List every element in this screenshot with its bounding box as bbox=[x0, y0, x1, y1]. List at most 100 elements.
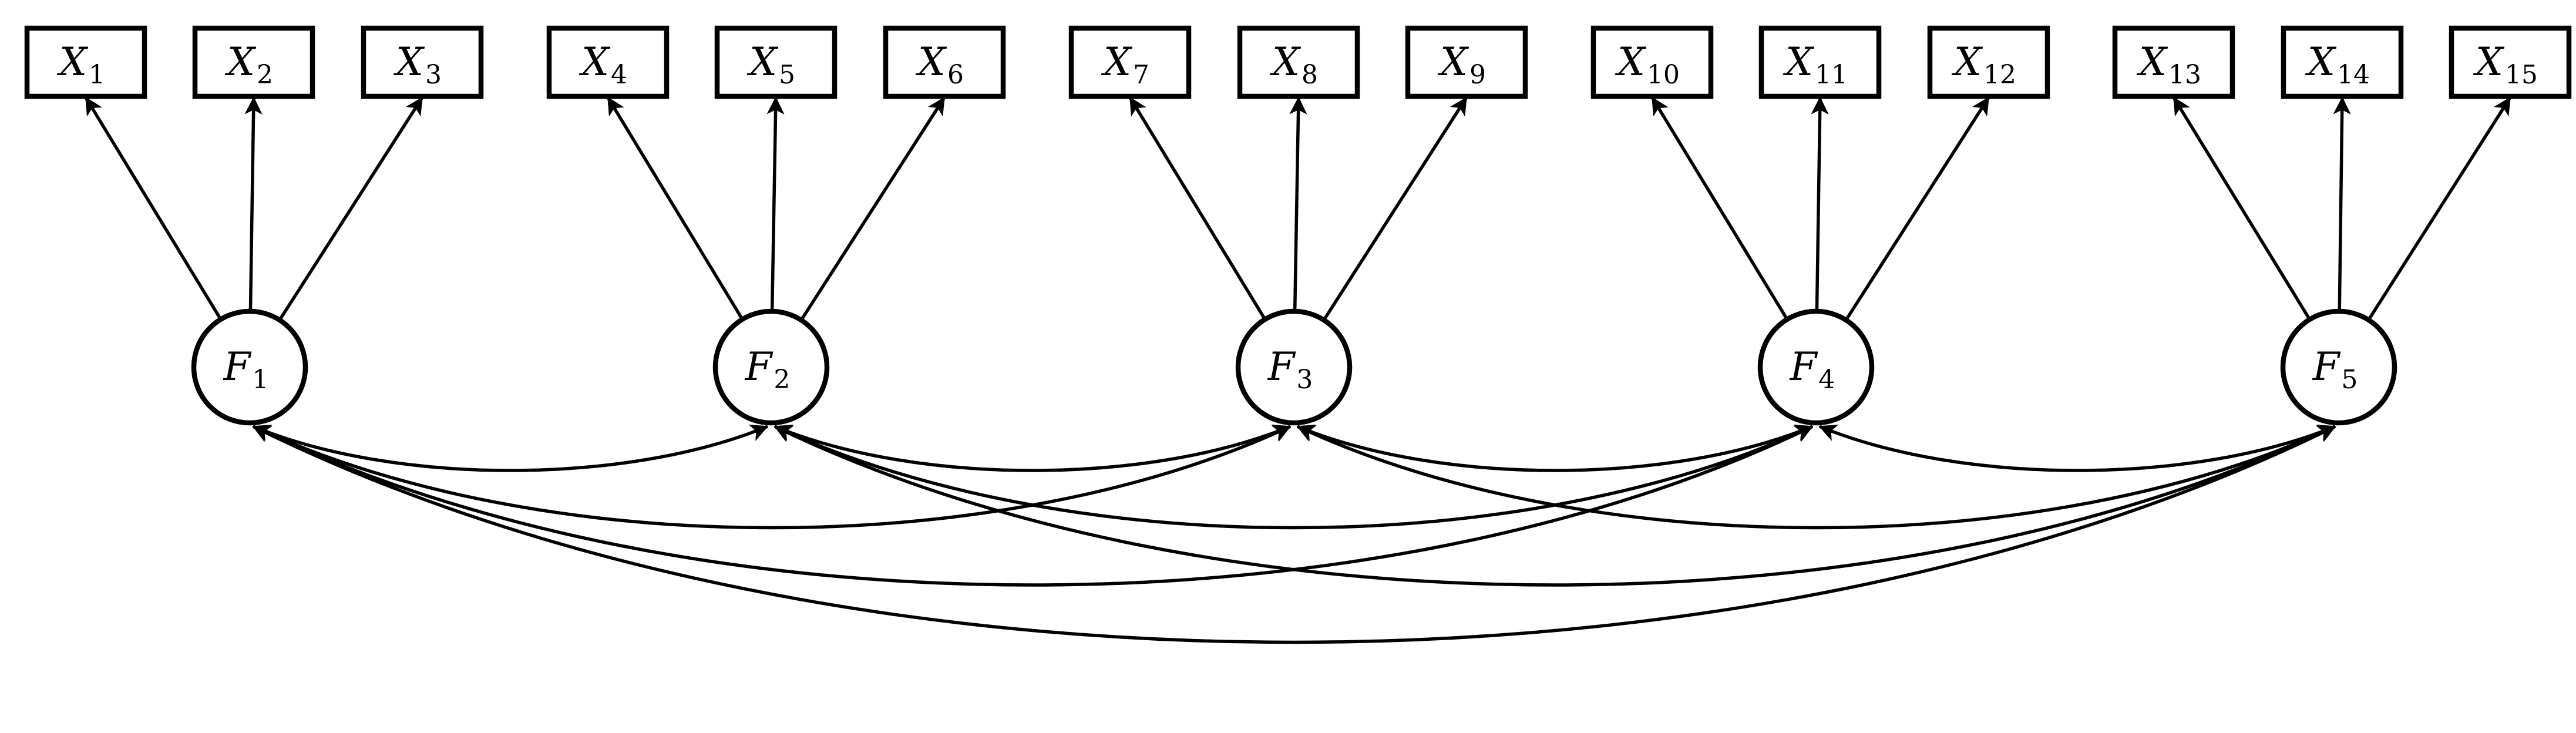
indicator-subscript: 8 bbox=[1302, 60, 1318, 90]
indicator-box-frame bbox=[24, 25, 147, 99]
indicator-box-frame bbox=[2112, 25, 2235, 99]
indicator-box-x14: X14 bbox=[2281, 25, 2404, 99]
indicator-label: X bbox=[915, 39, 947, 85]
indicator-box-x10: X10 bbox=[1590, 25, 1714, 99]
svg-text:F3: F3 bbox=[1267, 344, 1313, 395]
indicator-subscript: 7 bbox=[1133, 60, 1149, 90]
indicator-label: X bbox=[746, 39, 779, 85]
factor-subscript: 2 bbox=[774, 365, 790, 395]
indicator-box-x7: X7 bbox=[1068, 25, 1192, 99]
indicator-label: X bbox=[56, 39, 89, 85]
indicator-subscript: 15 bbox=[2505, 60, 2538, 90]
loading-arrow-f5-x14 bbox=[2333, 96, 2351, 312]
indicator-subscript: 4 bbox=[611, 60, 627, 90]
indicator-box-x5: X5 bbox=[714, 25, 838, 99]
indicator-box-frame bbox=[192, 25, 315, 99]
loading-arrow-f3-x8 bbox=[1289, 96, 1307, 312]
indicator-subscript: 5 bbox=[779, 60, 795, 90]
factor-label: F bbox=[2312, 344, 2341, 389]
indicator-subscript: 11 bbox=[1815, 60, 1848, 90]
indicator-subscript: 6 bbox=[947, 60, 964, 90]
factor-subscript: 5 bbox=[2341, 365, 2358, 395]
covariance-arc-f1-f5 bbox=[252, 425, 2336, 644]
indicator-box-frame bbox=[546, 25, 670, 99]
indicator-label: X bbox=[1437, 39, 1469, 85]
loading-arrow-f2-x6 bbox=[799, 96, 946, 321]
indicator-box-x9: X9 bbox=[1405, 25, 1528, 99]
indicator-label: X bbox=[1101, 39, 1133, 85]
svg-text:F5: F5 bbox=[2312, 344, 2358, 395]
covariance-arc-f1-f3 bbox=[252, 425, 1292, 530]
factor-node-f2: F2 bbox=[712, 308, 830, 426]
loading-arrow-f2-x4 bbox=[606, 96, 744, 321]
indicator-box-x2: X2 bbox=[192, 25, 315, 99]
covariance-arc-f2-f5 bbox=[774, 425, 2336, 587]
indicator-box-x3: X3 bbox=[361, 25, 484, 99]
indicator-box-x6: X6 bbox=[883, 25, 1006, 99]
svg-text:X13: X13 bbox=[2136, 39, 2201, 90]
indicator-box-frame bbox=[883, 25, 1006, 99]
svg-text:X8: X8 bbox=[1269, 39, 1318, 90]
indicator-box-x15: X15 bbox=[2449, 25, 2572, 99]
svg-text:X1: X1 bbox=[56, 39, 105, 90]
svg-text:X14: X14 bbox=[2305, 39, 2370, 90]
factor-circle bbox=[191, 308, 308, 426]
indicator-subscript: 1 bbox=[89, 60, 105, 90]
svg-text:X6: X6 bbox=[915, 39, 964, 90]
indicator-label: X bbox=[2136, 39, 2168, 85]
loading-arrow-f4-x11 bbox=[1811, 96, 1829, 312]
indicator-box-x1: X1 bbox=[24, 25, 147, 99]
loading-arrow-f4-x10 bbox=[1650, 96, 1789, 321]
edges-layer bbox=[84, 96, 2512, 644]
svg-text:X7: X7 bbox=[1101, 39, 1149, 90]
svg-text:F4: F4 bbox=[1790, 344, 1835, 395]
indicator-box-frame bbox=[1758, 25, 1882, 99]
factor-node-f5: F5 bbox=[2280, 308, 2397, 426]
indicator-box-frame bbox=[1237, 25, 1360, 99]
svg-text:X12: X12 bbox=[1951, 39, 2016, 90]
covariance-arc-f1-f4 bbox=[252, 425, 1814, 587]
svg-text:X15: X15 bbox=[2473, 39, 2538, 90]
factor-subscript: 4 bbox=[1818, 365, 1835, 395]
factor-label: F bbox=[1790, 344, 1818, 389]
indicator-label: X bbox=[1783, 39, 1815, 85]
factor-circle bbox=[1757, 308, 1875, 426]
indicator-box-x13: X13 bbox=[2112, 25, 2235, 99]
loading-arrow-f4-x12 bbox=[1844, 96, 1990, 321]
loading-arrow-f1-x1 bbox=[84, 96, 223, 321]
indicator-label: X bbox=[393, 39, 425, 85]
indicator-box-frame bbox=[2281, 25, 2404, 99]
indicator-subscript: 14 bbox=[2337, 60, 2370, 90]
factor-label: F bbox=[1267, 344, 1296, 389]
covariance-arc-f3-f5 bbox=[1296, 425, 2336, 530]
indicator-label: X bbox=[1269, 39, 1302, 85]
loading-arrow-f1-x3 bbox=[278, 96, 424, 321]
indicator-box-x8: X8 bbox=[1237, 25, 1360, 99]
indicator-box-frame bbox=[714, 25, 838, 99]
covariance-arc-f4-f5 bbox=[1818, 424, 2336, 472]
loading-arrow-f5-x15 bbox=[2367, 96, 2512, 321]
loading-arrow-f2-x5 bbox=[766, 96, 785, 312]
factor-label: F bbox=[223, 344, 252, 389]
loading-arrow-f5-x13 bbox=[2172, 96, 2311, 321]
svg-text:X3: X3 bbox=[393, 39, 442, 90]
svg-text:X4: X4 bbox=[579, 39, 627, 90]
indicator-subscript: 10 bbox=[1647, 60, 1680, 90]
indicator-label: X bbox=[224, 39, 257, 85]
indicator-box-frame bbox=[1590, 25, 1714, 99]
indicator-label: X bbox=[579, 39, 611, 85]
factor-circle bbox=[712, 308, 830, 426]
loading-arrow-f1-x2 bbox=[244, 96, 263, 312]
svg-text:X9: X9 bbox=[1437, 39, 1486, 90]
covariance-arc-f1-f2 bbox=[252, 424, 769, 472]
factor-node-f3: F3 bbox=[1235, 308, 1353, 426]
covariance-arc-f2-f3 bbox=[774, 424, 1292, 472]
covariance-arc-f2-f4 bbox=[774, 425, 1814, 530]
indicator-box-x4: X4 bbox=[546, 25, 670, 99]
indicator-box-frame bbox=[1068, 25, 1192, 99]
indicator-label: X bbox=[2305, 39, 2337, 85]
factor-subscript: 3 bbox=[1296, 365, 1313, 395]
indicator-box-frame bbox=[361, 25, 484, 99]
